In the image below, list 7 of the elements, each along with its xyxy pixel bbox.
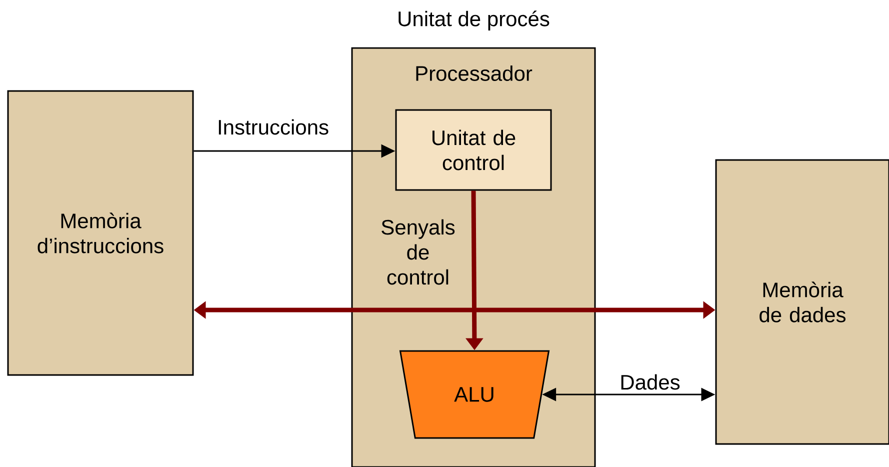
edge-label: Instruccions [218,119,328,135]
memory-box: Memòria de dades [715,159,889,445]
edge-label: Senyals de control [382,219,455,285]
node-label: Unitat de procés [398,10,550,30]
memory-box: Memòria d’instruccions [7,90,194,376]
edge-label: Dades [621,374,680,390]
control-unit-box: Unitat de control [395,109,552,191]
